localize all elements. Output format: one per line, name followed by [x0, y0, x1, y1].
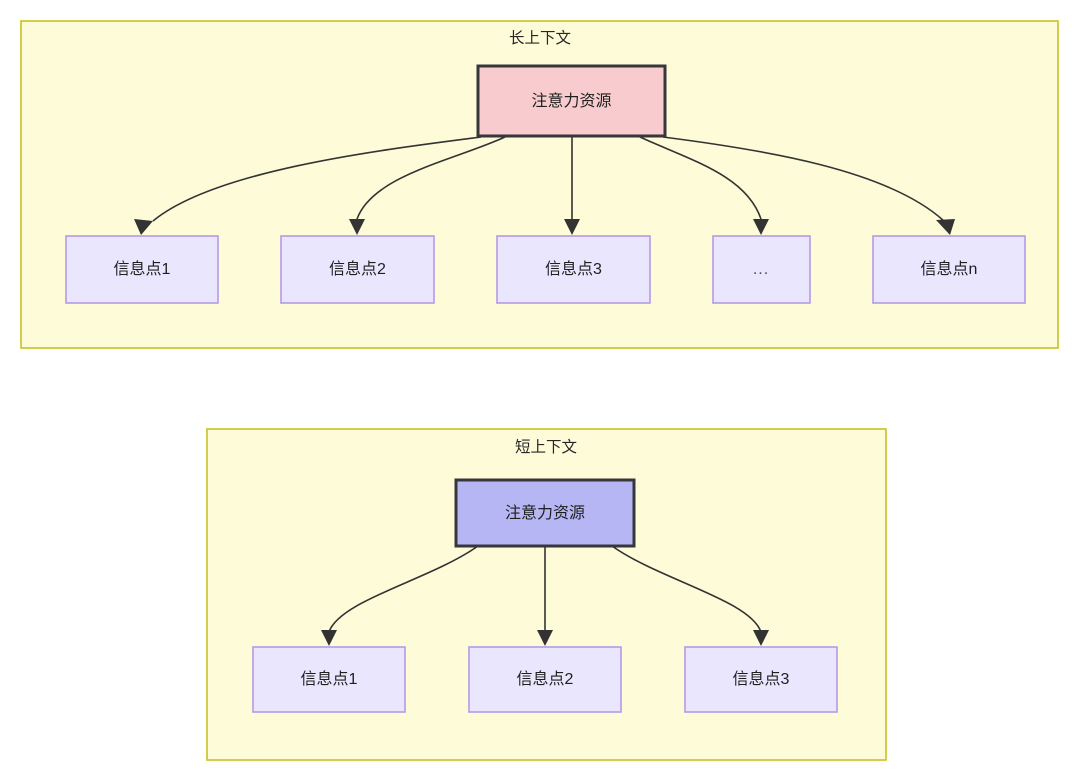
short-context-attention-node[interactable]: 注意力资源: [454, 478, 636, 548]
long-context-title: 长上下文: [509, 29, 571, 47]
long-context-info-node-3[interactable]: 信息点3: [496, 235, 651, 304]
edge-root-to-info1: [328, 545, 479, 633]
long-context-info-node-n[interactable]: 信息点n: [872, 235, 1026, 304]
edge-root-to-info2: [356, 136, 506, 220]
info-node-label: 信息点n: [921, 260, 978, 278]
short-context-title: 短上下文: [515, 438, 577, 456]
info-node-box[interactable]: [252, 646, 406, 713]
info-node-box[interactable]: [280, 235, 435, 304]
short-context-info-node-2[interactable]: 信息点2: [468, 646, 622, 713]
arrowhead-info1: [134, 219, 153, 235]
edge-root-to-info3: [611, 545, 762, 633]
info-node-label: 信息点1: [114, 260, 171, 278]
attention-node-label-long: 注意力资源: [531, 91, 611, 110]
arrowhead-info2: [349, 219, 365, 235]
info-node-box[interactable]: [65, 235, 219, 304]
info-node-box[interactable]: [496, 235, 651, 304]
long-context-info-node-2[interactable]: 信息点2: [280, 235, 435, 304]
long-context-attention-node[interactable]: 注意力资源: [476, 64, 667, 138]
arrowhead-info3: [564, 219, 580, 235]
arrowhead-info3: [753, 630, 769, 646]
arrowhead-info2: [537, 630, 553, 646]
attention-node-box-long[interactable]: [476, 64, 667, 138]
info-node-box[interactable]: [684, 646, 838, 713]
edge-root-to-info1: [152, 136, 482, 222]
long-context-info-node-ellipsis[interactable]: ...: [712, 235, 811, 304]
info-node-box[interactable]: [712, 235, 811, 304]
section-long-context: 长上下文 注意力资源 信息: [20, 20, 1059, 349]
long-context-info-node-1[interactable]: 信息点1: [65, 235, 219, 304]
attention-node-box-short[interactable]: [454, 478, 636, 548]
long-context-edges: [134, 136, 955, 235]
arrowhead-info1: [321, 630, 337, 646]
short-context-info-node-1[interactable]: 信息点1: [252, 646, 406, 713]
info-node-label: 信息点2: [329, 260, 386, 278]
edge-root-to-infon: [662, 136, 945, 222]
info-node-label: 信息点2: [517, 670, 574, 688]
info-node-label: 信息点3: [733, 670, 790, 688]
attention-node-label-short: 注意力资源: [505, 503, 585, 522]
arrowhead-ellipsis: [753, 219, 769, 235]
info-node-label-ellipsis: ...: [753, 261, 769, 278]
info-node-label: 信息点3: [545, 260, 602, 278]
info-node-label: 信息点1: [301, 670, 358, 688]
arrowhead-infon: [936, 219, 955, 235]
short-context-edges: [321, 545, 769, 646]
info-node-box[interactable]: [872, 235, 1026, 304]
section-short-context: 短上下文 注意力资源 信息点1 信息点2: [206, 428, 887, 761]
info-node-box[interactable]: [468, 646, 622, 713]
short-context-info-node-3[interactable]: 信息点3: [684, 646, 838, 713]
edge-root-to-ellipsis: [639, 136, 762, 220]
